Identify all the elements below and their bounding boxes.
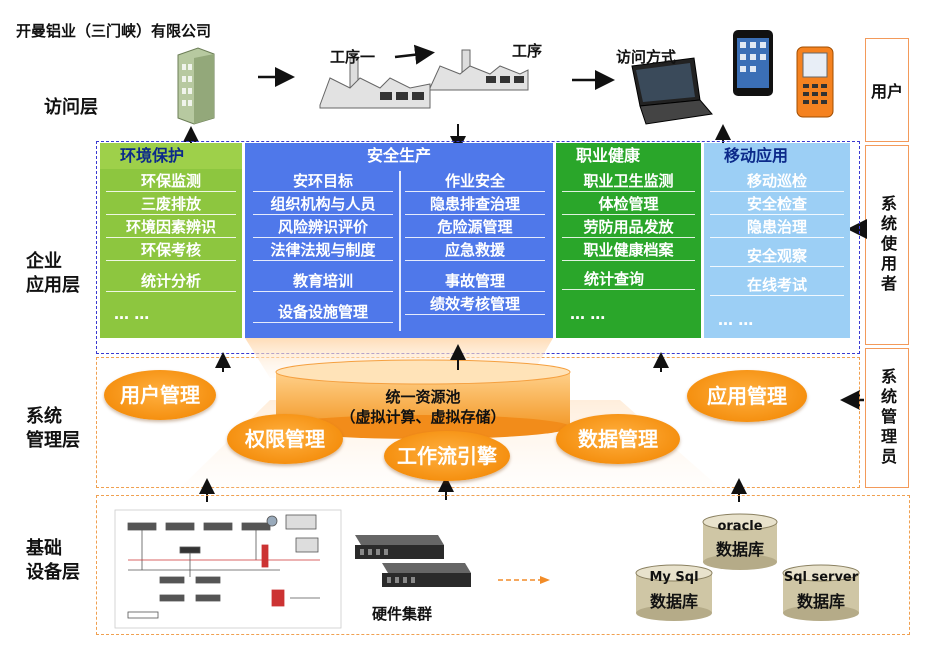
menu-item[interactable]: 三废排放: [106, 194, 236, 215]
menu-item[interactable]: 统计查询: [562, 269, 695, 290]
server-icon: [382, 563, 471, 587]
arrow-icon: [498, 576, 550, 584]
resource-pool-cylinder: [275, 359, 571, 439]
layer-label-infra: 基础 设备层: [26, 538, 80, 583]
panel-title-mobile: 移动应用: [724, 146, 789, 165]
ellipsis-text: … …: [718, 311, 754, 329]
resource-pool-label: 统一资源池 （虚拟计算、虚拟存储）: [300, 387, 546, 427]
menu-item[interactable]: 移动巡检: [710, 171, 844, 192]
menu-item[interactable]: 应急救援: [405, 240, 545, 261]
panel-safety-production: 安全生产 安环目标 组织机构与人员 风险辨识评价 法律法规与制度 教育培训 设备…: [245, 143, 553, 338]
resource-pool-subtitle: （虚拟计算、虚拟存储）: [340, 408, 506, 426]
side-box-system-admins: 系统管理员: [865, 348, 909, 488]
resource-pool-title: 统一资源池: [385, 388, 461, 406]
menu-item[interactable]: 隐患排查治理: [405, 194, 545, 215]
db-name-mysql: My Sql: [649, 570, 699, 585]
arrow-icon: [394, 44, 435, 65]
side-label-system-users: 系统使用者: [878, 195, 897, 295]
panel-occupational-health: 职业健康 职业卫生监测 体检管理 劳防用品发放 职业健康档案 统计查询 … …: [556, 143, 701, 338]
menu-item[interactable]: 风险辨识评价: [253, 217, 393, 238]
data-management-node[interactable]: 数据管理: [556, 414, 680, 464]
safety-left-column: 安环目标 组织机构与人员 风险辨识评价 法律法规与制度 教育培训 设备设施管理: [249, 169, 397, 325]
menu-item[interactable]: 安全观察: [710, 246, 844, 267]
menu-item[interactable]: 绩效考核管理: [405, 294, 545, 315]
menu-item[interactable]: 组织机构与人员: [253, 194, 393, 215]
side-box-user: 用户: [865, 38, 909, 142]
menu-item[interactable]: 统计分析: [106, 271, 236, 292]
side-label-user: 用户: [870, 82, 903, 101]
column-divider: [399, 171, 401, 331]
db-label: 数据库: [796, 592, 845, 611]
ellipsis-text: … …: [114, 305, 150, 323]
user-management-node[interactable]: 用户管理: [104, 370, 216, 420]
access-method-label: 访问方式: [616, 48, 677, 66]
panel-title-health: 职业健康: [576, 146, 641, 165]
safety-right-column: 作业安全 隐患排查治理 危险源管理 应急救援 事故管理 绩效考核管理: [401, 169, 549, 317]
smartphone-icon: [733, 30, 773, 96]
database-icon: [782, 564, 860, 621]
menu-item[interactable]: 职业卫生监测: [562, 171, 695, 192]
menu-item[interactable]: 体检管理: [562, 194, 695, 215]
db-label: 数据库: [649, 592, 698, 611]
hardware-cluster-label: 硬件集群: [372, 605, 433, 623]
db-name-oracle: oracle: [717, 519, 763, 534]
company-title: 开曼铝业（三门峡）有限公司: [16, 22, 212, 40]
layer-label-system: 系统 管理层: [26, 406, 80, 451]
db-label: 数据库: [715, 540, 764, 559]
handheld-terminal-icon: [796, 46, 834, 118]
menu-item[interactable]: 安环目标: [253, 171, 393, 192]
menu-item[interactable]: 事故管理: [405, 271, 545, 292]
menu-item[interactable]: 危险源管理: [405, 217, 545, 238]
menu-item[interactable]: 劳防用品发放: [562, 217, 695, 238]
panel-mobile-apps: 移动应用 移动巡检 安全检查 隐患治理 安全观察 在线考试 … …: [704, 143, 850, 338]
menu-item[interactable]: 环保考核: [106, 240, 236, 261]
step-label-1: 工序一: [330, 48, 376, 66]
laptop-icon: [631, 57, 713, 125]
panel-environmental-protection: 环境保护 环保监测 三废排放 环境因素辨识 环保考核 统计分析 … …: [100, 143, 242, 338]
ellipsis-text: … …: [570, 305, 606, 323]
menu-item[interactable]: 作业安全: [405, 171, 545, 192]
menu-item[interactable]: 环境因素辨识: [106, 217, 236, 238]
database-icon: [702, 513, 778, 570]
menu-item[interactable]: 在线考试: [710, 275, 844, 296]
menu-item[interactable]: 职业健康档案: [562, 240, 695, 261]
server-icon: [355, 535, 444, 559]
permission-management-node[interactable]: 权限管理: [227, 414, 343, 464]
side-label-system-admins: 系统管理员: [878, 368, 897, 468]
network-diagram-icon: [114, 509, 342, 629]
layer-label-access: 访问层: [44, 97, 98, 118]
menu-item[interactable]: 安全检查: [710, 194, 844, 215]
building-icon: [177, 47, 215, 125]
database-icon: [635, 564, 713, 621]
layer-label-enterprise: 企业 应用层: [26, 251, 80, 296]
infra-layer-frame: [96, 495, 910, 635]
step-label-2: 工序: [512, 42, 543, 60]
side-box-system-users: 系统使用者: [865, 145, 909, 345]
menu-item[interactable]: 教育培训: [253, 271, 393, 292]
db-name-sqlserver: Sql server: [783, 570, 859, 585]
panel-title-safety: 安全生产: [245, 143, 553, 169]
menu-item[interactable]: 法律法规与制度: [253, 240, 393, 261]
menu-item[interactable]: 环保监测: [106, 171, 236, 192]
workflow-engine-node[interactable]: 工作流引擎: [384, 431, 510, 481]
menu-item[interactable]: 设备设施管理: [253, 302, 393, 323]
menu-item[interactable]: 隐患治理: [710, 217, 844, 238]
application-management-node[interactable]: 应用管理: [687, 370, 807, 422]
panel-title-environmental: 环境保护: [100, 143, 242, 169]
factory-icon: [429, 49, 529, 91]
factory-icon: [319, 57, 431, 109]
